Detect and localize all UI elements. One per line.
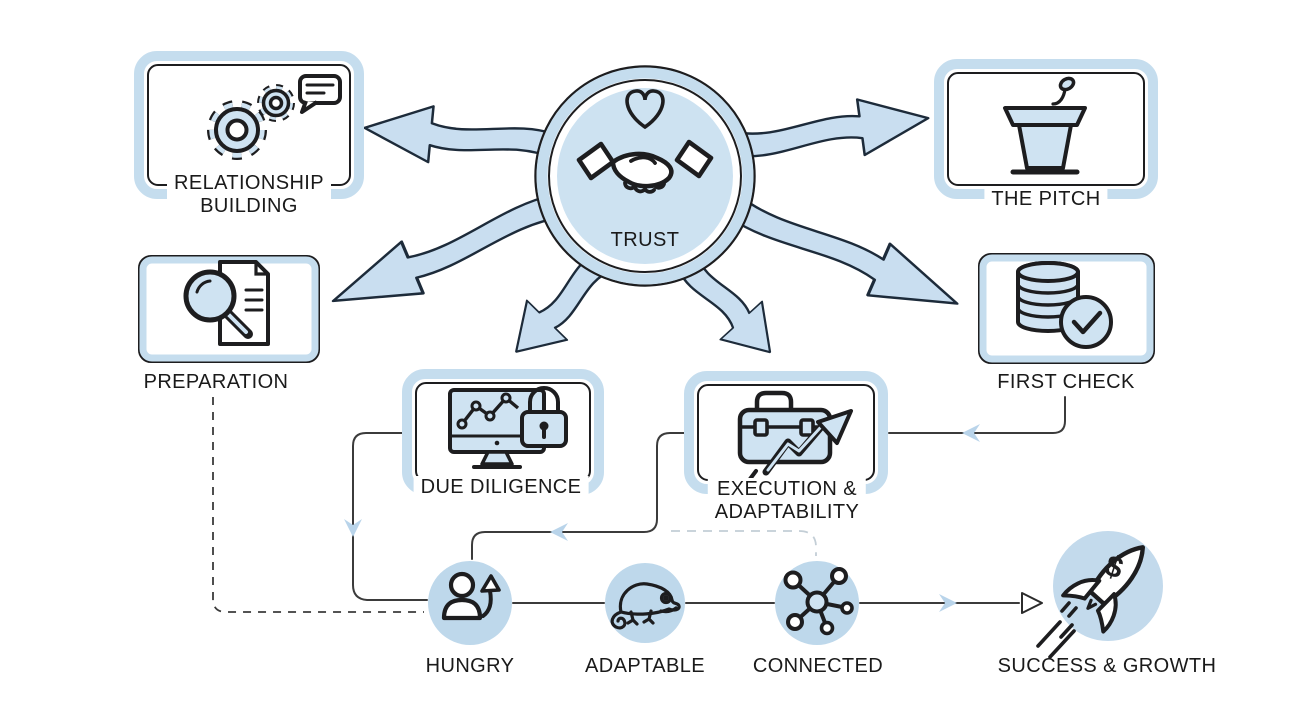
rocket-speed-lines: [1036, 601, 1078, 659]
adaptable-label: ADAPTABLE: [585, 655, 705, 677]
preparation-label: PREPARATION: [143, 371, 289, 393]
network-nodes-icon: [783, 567, 854, 636]
hungry-label: HUNGRY: [425, 655, 515, 677]
relationship-building-label-line1: RELATIONSHIP: [173, 172, 325, 194]
monitor-chart-lock-icon: [448, 386, 568, 469]
execution-adaptability-label: EXECUTION & ADAPTABILITY: [707, 478, 867, 524]
toolbox-growth-arrow-icon: [737, 390, 853, 489]
trust-label: TRUST: [610, 229, 680, 251]
connector-execution-to-hungry: [471, 432, 685, 560]
execution-adaptability-label-line1: EXECUTION &: [717, 478, 857, 500]
dashed-connector-preparation-to-hungry: [212, 397, 424, 613]
heart-icon: [625, 89, 665, 130]
dashed-connector-to-connected: [671, 530, 817, 556]
connector-duediligence-to-hungry: [352, 432, 428, 601]
due-diligence-label: DUE DILIGENCE: [413, 476, 589, 499]
coins-check-icon: [1016, 261, 1113, 349]
connected-label: CONNECTED: [752, 655, 884, 677]
arrow-trust-to-pitch: [731, 89, 934, 174]
podium-microphone-icon: [1003, 76, 1087, 175]
person-rising-arrow-icon: [441, 571, 501, 621]
execution-adaptability-label-line2: ADAPTABILITY: [714, 501, 860, 523]
relationship-building-label: RELATIONSHIP BUILDING: [166, 172, 332, 218]
first-check-label: FIRST CHECK: [997, 371, 1135, 393]
relationship-building-label-line2: BUILDING: [200, 195, 298, 217]
connector-firstcheck-to-execution: [888, 396, 1066, 434]
success-growth-label: SUCCESS & GROWTH: [997, 655, 1217, 677]
open-arrowhead-icon: [1021, 592, 1043, 614]
chameleon-icon: [610, 582, 681, 630]
document-magnifier-icon: [183, 260, 270, 346]
arrow-trust-to-relationship: [360, 98, 557, 176]
handshake-icon: [576, 139, 714, 194]
the-pitch-label: THE PITCH: [984, 188, 1108, 211]
gears-chat-icon: [207, 74, 342, 160]
